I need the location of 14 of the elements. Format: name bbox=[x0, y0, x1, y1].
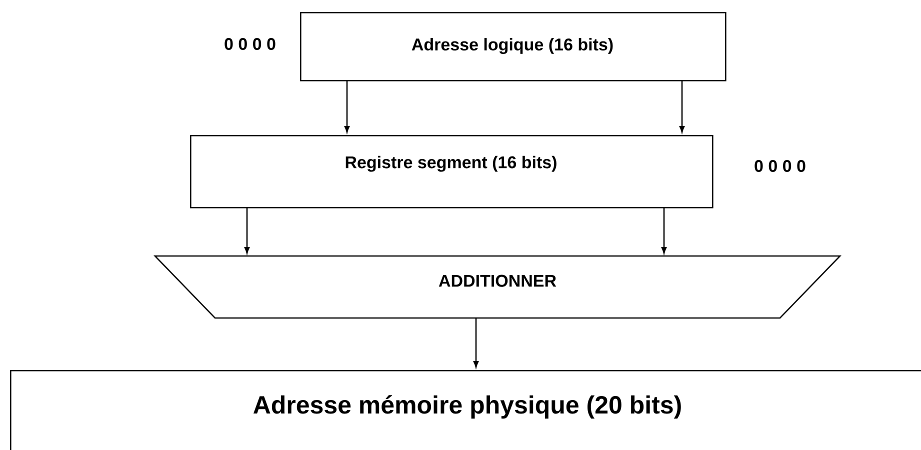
box-label: Registre segment (16 bits) bbox=[346, 156, 556, 172]
adder-label: ADDITIONNER bbox=[438, 274, 556, 287]
arrow bbox=[679, 80, 685, 133]
arrow bbox=[244, 207, 250, 254]
zero-padding: 0 0 0 0 bbox=[754, 160, 806, 172]
arrow bbox=[661, 207, 667, 254]
arrow bbox=[344, 80, 350, 133]
process-box bbox=[10, 370, 921, 450]
arrow bbox=[473, 318, 479, 368]
box-label: Adresse mémoire physique (20 bits) bbox=[253, 395, 681, 419]
zero-padding: 0 0 0 0 bbox=[224, 38, 276, 50]
process-box bbox=[190, 135, 714, 208]
process-box bbox=[300, 12, 726, 82]
box-label: Adresse logique (16 bits) bbox=[412, 38, 613, 54]
